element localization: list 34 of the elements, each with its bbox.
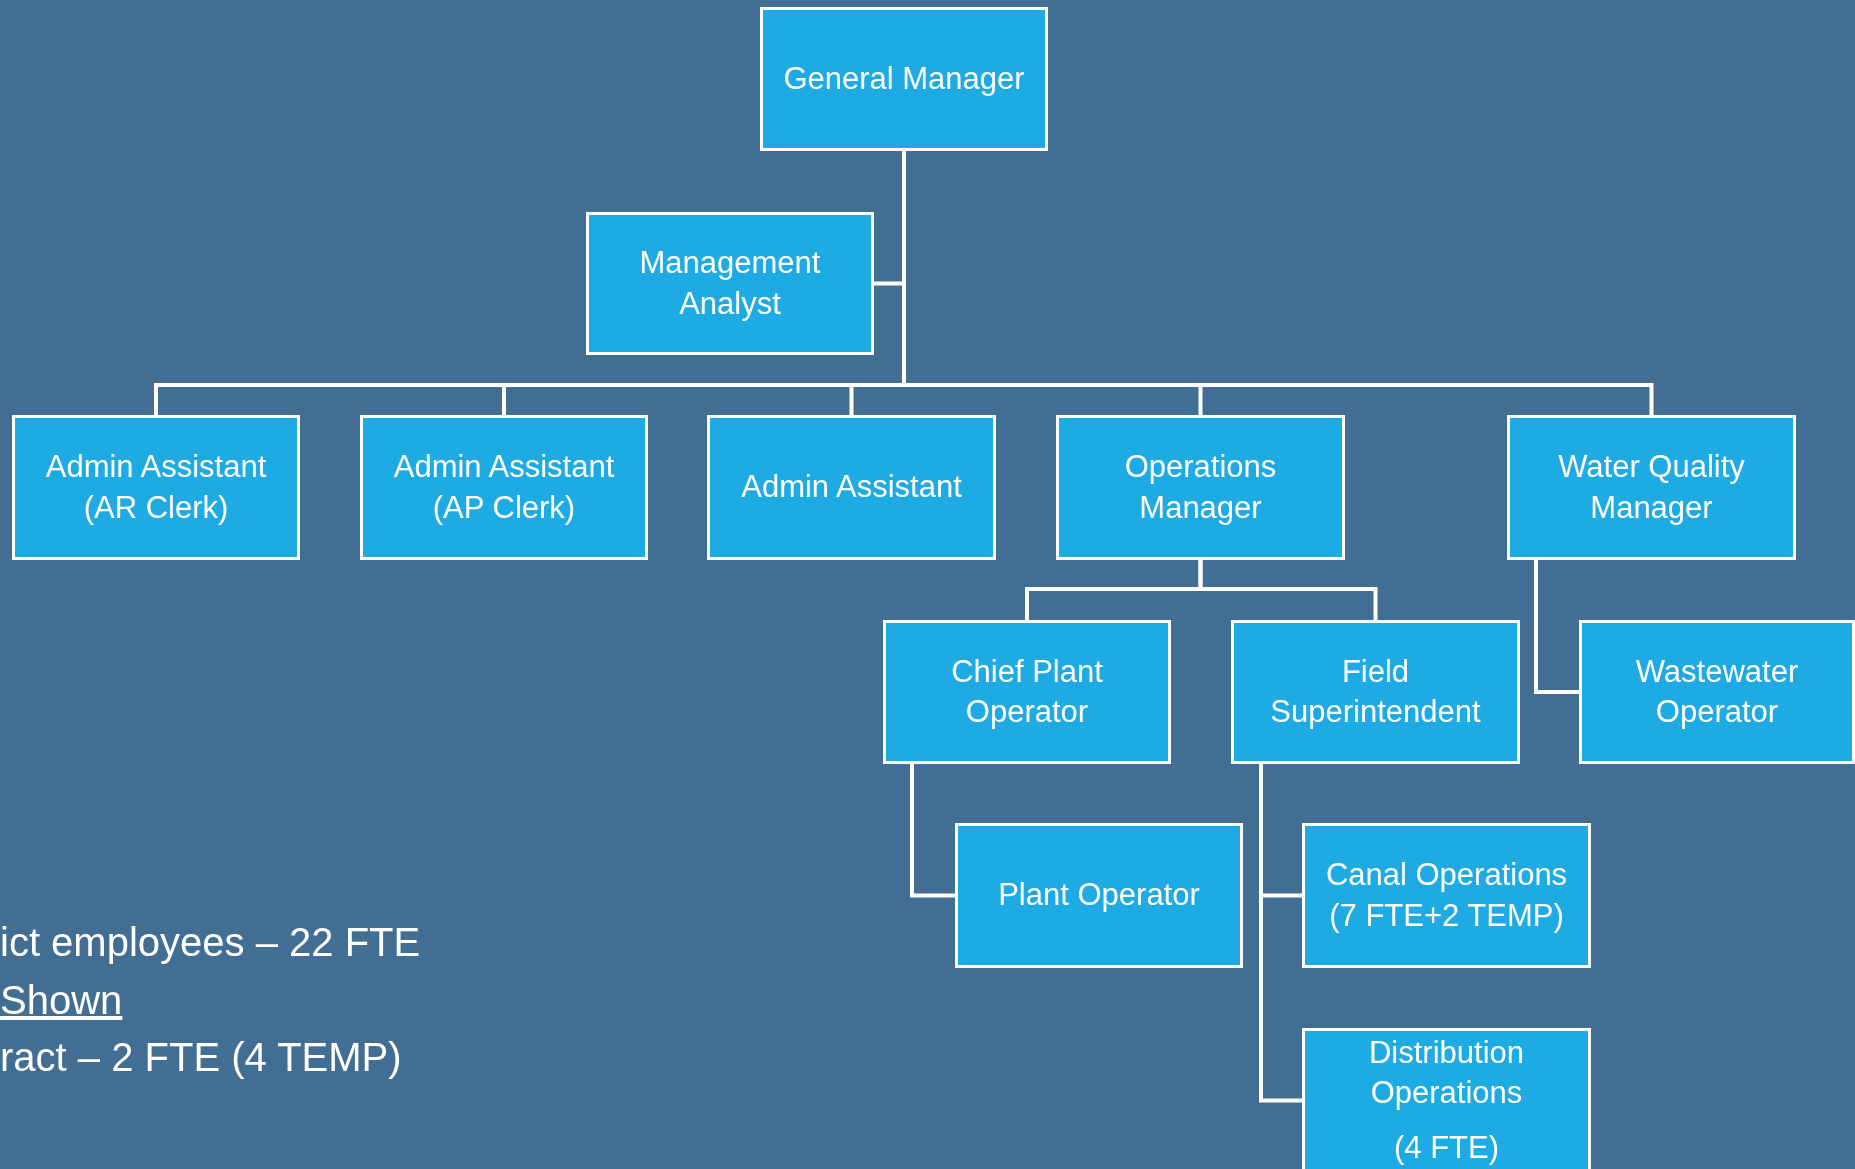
org-box [1302,1028,1591,1169]
org-box [1579,620,1855,764]
role-title: Field Superintendent [1269,652,1482,731]
connector-line [1534,560,1579,694]
org-box [1302,823,1591,968]
org-box [707,415,996,560]
org-box [760,7,1048,151]
org-box [12,415,300,560]
role-title: Distribution Operations [1367,1034,1526,1113]
org-box [955,823,1243,968]
role-title: Management Analyst [638,244,822,323]
org-box [1507,415,1796,560]
role-title: Wastewater Operator [1634,652,1800,731]
connector-line [910,764,955,898]
note-text: ict employees – 22 FTE [0,920,421,965]
connector-line [1198,560,1378,620]
role-title: General Manager [783,59,1025,98]
role-title: Admin Assistant (AP Clerk) [392,448,616,527]
role-title: Admin Assistant (AR Clerk) [44,448,268,527]
org-box [1231,620,1520,764]
staff-count: (4 FTE) [1393,1128,1500,1167]
role-title: Admin Assistant [741,468,962,507]
note-text: Shown [0,978,123,1023]
role-title: Operations Manager [1123,448,1278,527]
org-box [586,212,874,355]
role-title: Canal Operations (7 FTE+2 TEMP) [1324,856,1569,935]
role-title: Chief Plant Operator [950,652,1104,731]
role-title: Plant Operator [998,876,1200,915]
connector-line [1259,764,1302,1103]
note-text: ract – 2 FTE (4 TEMP) [0,1035,402,1080]
role-title: Water Quality Manager [1557,448,1746,527]
org-box [1056,415,1345,560]
org-box [883,620,1171,764]
org-box [360,415,648,560]
